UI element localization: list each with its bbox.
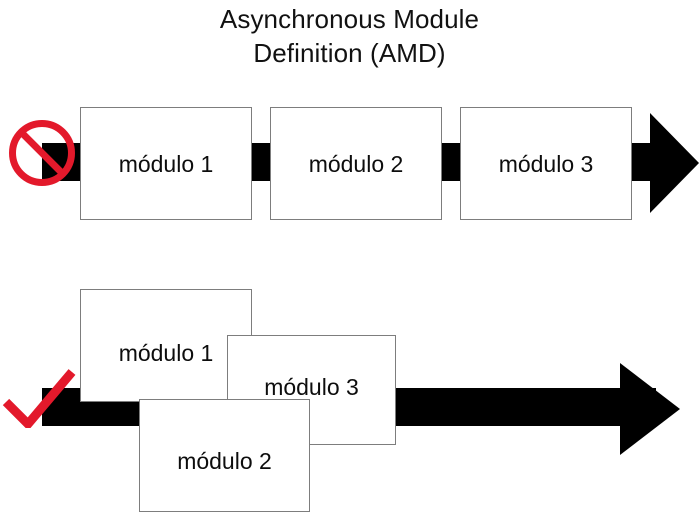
arrow-shaft-segment: [438, 143, 464, 181]
page-title-line-2: Definition (AMD): [253, 38, 446, 68]
arrow-head-icon: [650, 113, 699, 213]
module-box: módulo 1: [80, 107, 252, 220]
module-box-label: módulo 1: [118, 151, 214, 177]
module-box-label: módulo 2: [177, 448, 272, 474]
no-entry-icon: [8, 119, 76, 187]
page-title-line-1: Asynchronous Module: [219, 4, 480, 34]
arrow-shaft-segment: [248, 143, 274, 181]
module-box-label: módulo 2: [308, 151, 404, 177]
module-box-label: módulo 1: [118, 340, 214, 366]
page-title: Asynchronous Module Definition (AMD): [0, 0, 699, 70]
module-box-label: módulo 3: [264, 374, 359, 400]
module-box: módulo 3: [460, 107, 632, 220]
module-box: módulo 2: [139, 399, 310, 512]
check-mark-icon: [2, 368, 84, 428]
module-box-label: módulo 3: [498, 151, 594, 177]
module-box: módulo 2: [270, 107, 442, 220]
arrow-head-icon: [620, 363, 680, 455]
